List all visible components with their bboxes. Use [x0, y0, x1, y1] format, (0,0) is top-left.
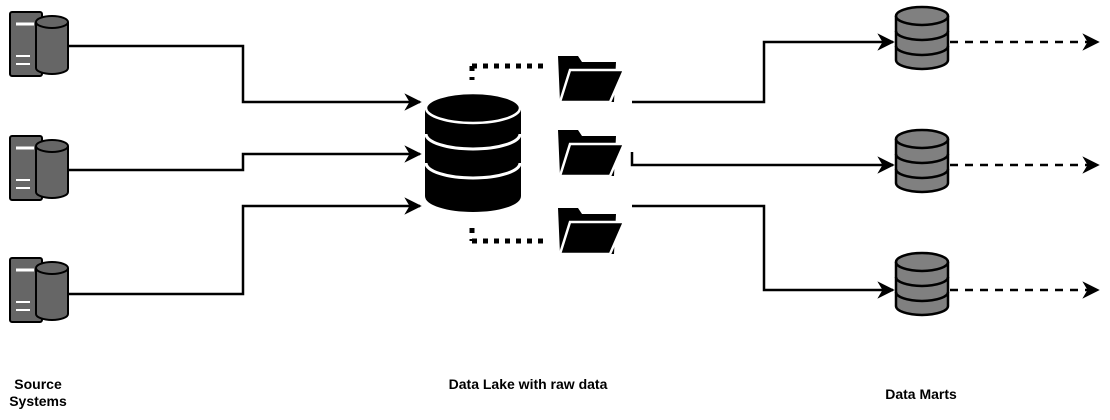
- source-server-icon-1: [8, 10, 70, 78]
- connector-source-2-to-lake: [68, 145, 422, 172]
- raw-data-folder-icon-2: [556, 128, 626, 178]
- data-lake-label: Data Lake with raw data: [448, 376, 608, 392]
- source-server-icon-3: [8, 256, 70, 324]
- connector-source-1-to-lake: [68, 44, 422, 111]
- raw-data-folder-icon-3: [556, 206, 626, 256]
- source-server-icon-2: [8, 134, 70, 202]
- connector-lake-to-mart-1: [632, 33, 895, 104]
- data-mart-database-icon-3: [894, 251, 950, 317]
- connector-lake-to-mart-2: [630, 152, 895, 174]
- raw-data-folder-icon-1: [556, 54, 626, 104]
- source-systems-label: Source Systems: [9, 376, 67, 409]
- data-mart-database-icon-1: [894, 5, 950, 71]
- data-marts-label: Data Marts: [885, 386, 957, 402]
- connector-lake-to-mart-3: [632, 204, 895, 299]
- data-mart-database-icon-2: [894, 128, 950, 194]
- connector-source-3-to-lake: [68, 197, 422, 296]
- data-lake-database-icon: [424, 91, 522, 212]
